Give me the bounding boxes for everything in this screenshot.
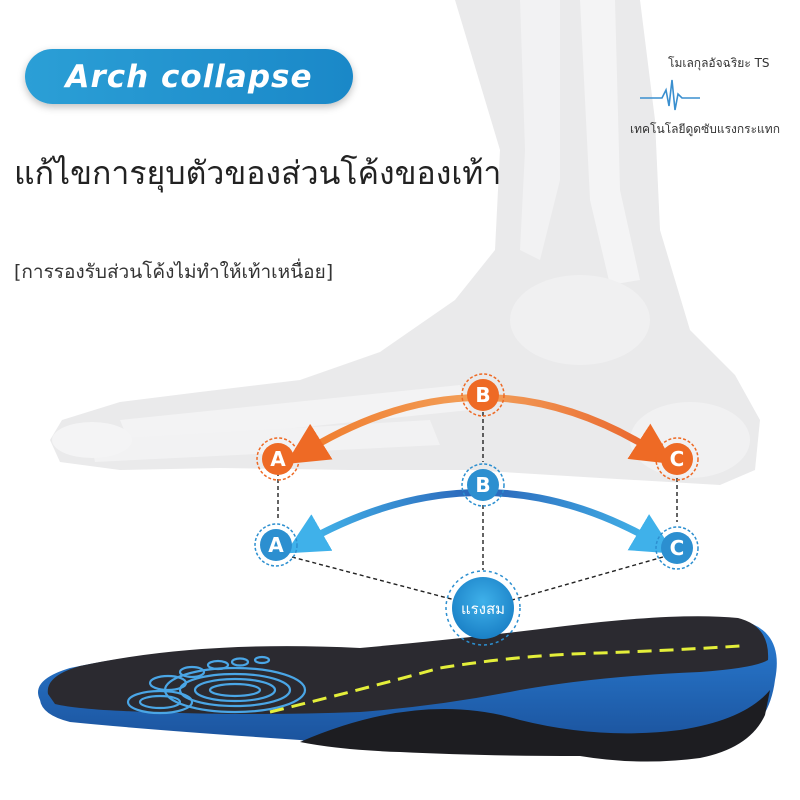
badge-text: Arch collapse	[65, 58, 313, 95]
svg-text:A: A	[268, 533, 284, 557]
arch-collapse-badge: Arch collapse	[25, 49, 353, 104]
molecule-text: โมเลกุลอัจฉริยะ TS	[668, 56, 770, 70]
lower-point-b: B	[461, 463, 505, 507]
svg-text:B: B	[475, 473, 490, 497]
headline: แก้ไขการยุบตัวของส่วนโค้งของเท้า	[14, 154, 502, 192]
svg-text:แรงสม: แรงสม	[461, 600, 505, 618]
insole	[38, 616, 777, 762]
lower-point-a: A	[254, 523, 298, 567]
svg-text:A: A	[270, 447, 286, 471]
lower-point-c: C	[655, 526, 699, 570]
svg-text:B: B	[475, 383, 490, 407]
upper-point-a: A	[256, 437, 300, 481]
upper-point-b: B	[461, 373, 505, 417]
shock-absorb-text: เทคโนโลยีดูดซับแรงกระแทก	[630, 122, 780, 136]
center-force-marker: แรงสม	[445, 570, 521, 646]
svg-text:C: C	[670, 447, 685, 471]
pulse-line-icon	[640, 79, 700, 111]
svg-text:C: C	[670, 536, 685, 560]
contour-rings	[126, 655, 307, 715]
upper-point-c: C	[655, 437, 699, 481]
support-line	[269, 644, 741, 714]
subheadline: [การรองรับส่วนโค้งไม่ทำให้เท้าเหนื่อย]	[14, 261, 334, 283]
